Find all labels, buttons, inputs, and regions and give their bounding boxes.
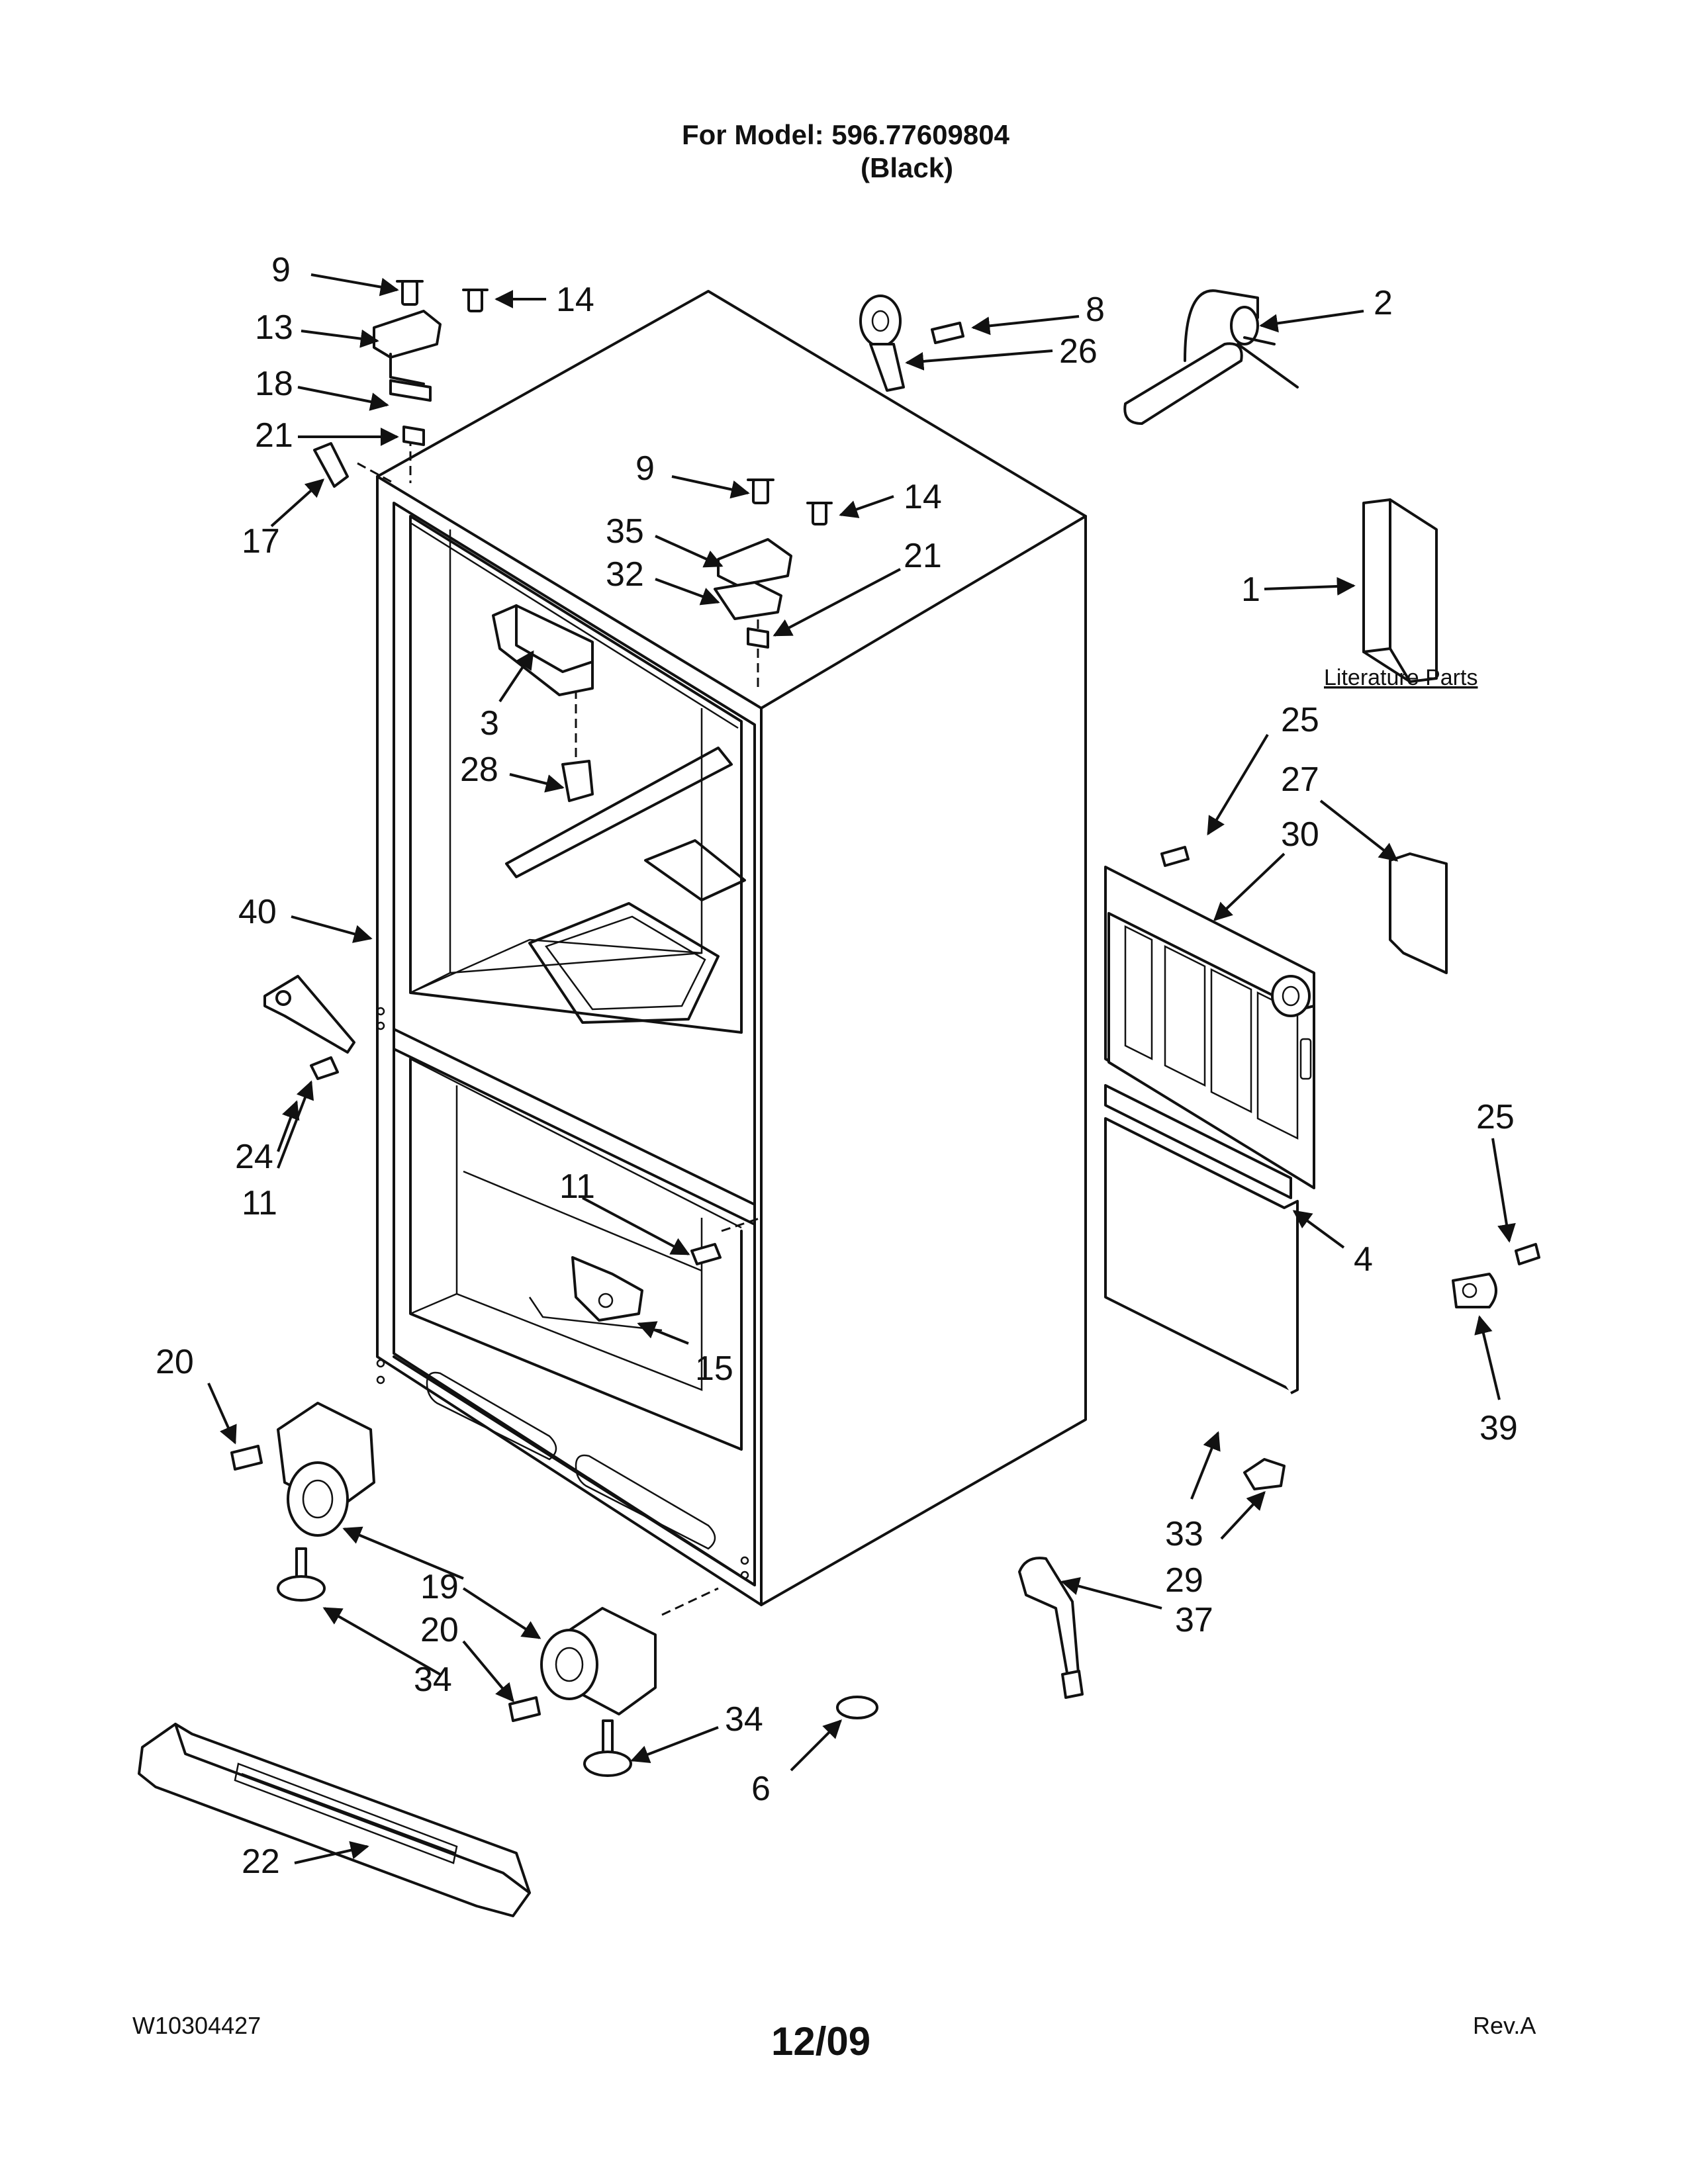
callout-32: 32 (606, 555, 644, 594)
callout-28: 28 (460, 751, 498, 789)
callout-14: 14 (904, 478, 942, 516)
callout-29: 29 (1165, 1561, 1203, 1600)
callout-40: 40 (238, 893, 277, 931)
model-title: For Model: 596.77609804 (682, 119, 1009, 150)
callout-39: 39 (1479, 1409, 1518, 1447)
callout-24: 24 (235, 1138, 273, 1176)
roller-right (508, 1607, 657, 1777)
revision-label: Rev.A (1473, 2012, 1536, 2039)
plug-cap (836, 1696, 878, 1719)
callout-22: 22 (242, 1843, 280, 1881)
top-right-parts (859, 289, 1299, 425)
handle-lever (1018, 1557, 1084, 1699)
top-right-hinge (714, 478, 833, 649)
callout-3: 3 (480, 704, 499, 743)
callout-21: 21 (255, 416, 293, 455)
assembly-lines (357, 437, 762, 1616)
callout-18: 18 (255, 365, 293, 403)
callout-34: 34 (725, 1700, 763, 1739)
document-number: W10304427 (132, 2012, 261, 2039)
callout-6: 6 (751, 1770, 771, 1808)
callout-30: 30 (1281, 815, 1319, 854)
callout-37: 37 (1175, 1601, 1213, 1639)
clamp-assembly (1452, 1243, 1540, 1308)
top-left-hinge (313, 280, 489, 488)
upper-bracket (492, 604, 594, 802)
cabinet-outline (376, 290, 1087, 1606)
callout-4: 4 (1354, 1240, 1373, 1279)
callout-numbers: 9 14 13 18 21 17 8 26 2 9 14 35 32 21 1 … (156, 251, 1518, 1881)
callout-1: 1 (1241, 570, 1260, 609)
rear-panel (1104, 846, 1448, 1490)
model-variant: (Black) (861, 152, 954, 183)
callout-20: 20 (156, 1343, 194, 1381)
callout-34: 34 (414, 1661, 452, 1699)
roller-left (230, 1402, 375, 1602)
callout-25: 25 (1476, 1098, 1515, 1136)
literature-parts-label: Literature Parts (1324, 665, 1477, 690)
callout-19: 19 (420, 1568, 459, 1606)
callout-14: 14 (556, 281, 594, 319)
callout-13: 13 (255, 308, 293, 347)
callout-2: 2 (1374, 284, 1393, 322)
callout-17: 17 (242, 522, 280, 561)
callout-11: 11 (242, 1184, 277, 1222)
callout-25: 25 (1281, 701, 1319, 739)
callout-26: 26 (1059, 332, 1098, 371)
leader-lines (207, 273, 1516, 1864)
callout-21: 21 (904, 537, 942, 575)
callout-11: 11 (559, 1167, 595, 1206)
callout-15: 15 (695, 1349, 733, 1388)
callout-8: 8 (1086, 291, 1105, 329)
callout-35: 35 (606, 512, 644, 551)
callout-9: 9 (271, 251, 291, 289)
base-grille (138, 1723, 531, 1917)
revision-date: 12/09 (771, 2019, 871, 2064)
callout-20: 20 (420, 1611, 459, 1649)
middle-hinge (263, 975, 355, 1080)
freezer-bracket (571, 1243, 722, 1322)
callout-27: 27 (1281, 760, 1319, 799)
callout-9: 9 (635, 449, 655, 488)
literature-booklet (1362, 498, 1438, 683)
callout-33: 33 (1165, 1515, 1203, 1553)
